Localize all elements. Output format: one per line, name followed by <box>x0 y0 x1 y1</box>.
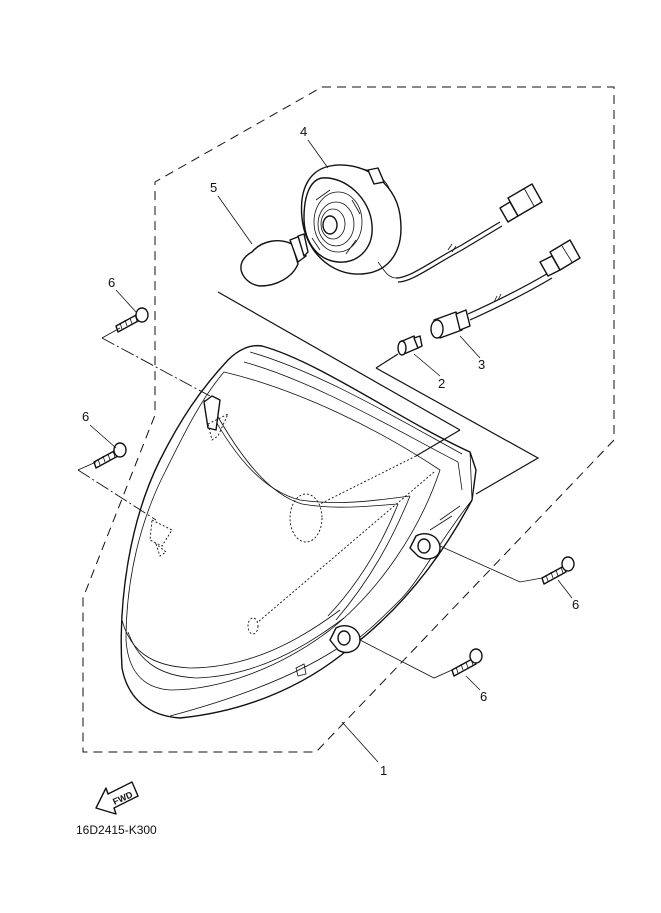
callouts: 4 5 6 6 3 2 6 6 1 <box>82 124 579 778</box>
callout-6b: 6 <box>82 409 89 424</box>
callout-5: 5 <box>210 180 217 195</box>
small-bulb-position-indicator <box>247 617 259 635</box>
assembly-boundary <box>82 86 615 753</box>
bulb-position-indicator <box>289 493 323 543</box>
bulb <box>240 233 309 287</box>
bulb-small <box>397 335 423 356</box>
callout-4: 4 <box>300 124 307 139</box>
headlight-assembly <box>120 344 477 719</box>
socket-cord-assembly <box>300 164 543 283</box>
callout-6a: 6 <box>108 275 115 290</box>
screw-3 <box>541 556 575 585</box>
callout-6d: 6 <box>480 689 487 704</box>
screw-2 <box>93 442 127 469</box>
callout-2: 2 <box>438 376 445 391</box>
fwd-arrow-icon: FWD <box>95 781 139 815</box>
assembly-lines <box>77 291 543 679</box>
callout-1: 1 <box>380 763 387 778</box>
bulb-socket-cord <box>430 239 581 339</box>
diagram-code: 16D2415-K300 <box>76 823 157 837</box>
callout-3: 3 <box>478 357 485 372</box>
screw-1 <box>115 307 149 333</box>
callout-6c: 6 <box>572 597 579 612</box>
screw-4 <box>451 648 483 677</box>
